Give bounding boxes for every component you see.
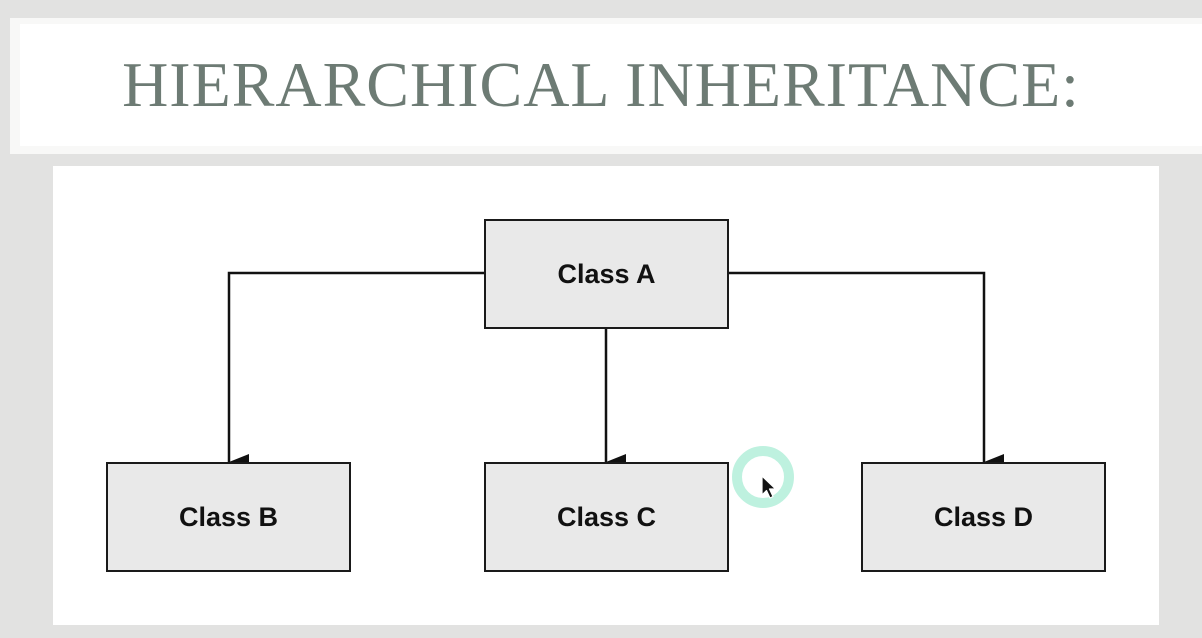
class-a-box: Class A [484,219,729,329]
class-c-label: Class C [556,501,657,532]
class-b-label: Class B [178,501,279,532]
class-b-box: Class B [106,462,351,572]
cursor-highlight [732,446,794,508]
class-d-box: Class D [861,462,1106,572]
class-d-label: Class D [933,501,1034,532]
slide-title: HIERARCHICAL INHERITANCE: [122,49,1080,120]
class-c-box: Class C [484,462,729,572]
title-panel [20,24,1202,146]
mouse-pointer-icon [761,475,777,499]
click-highlight-ring [732,446,794,508]
connector-a-to-d [728,271,1004,470]
class-a-label: Class A [557,258,656,289]
connector-a-to-b [227,271,484,470]
